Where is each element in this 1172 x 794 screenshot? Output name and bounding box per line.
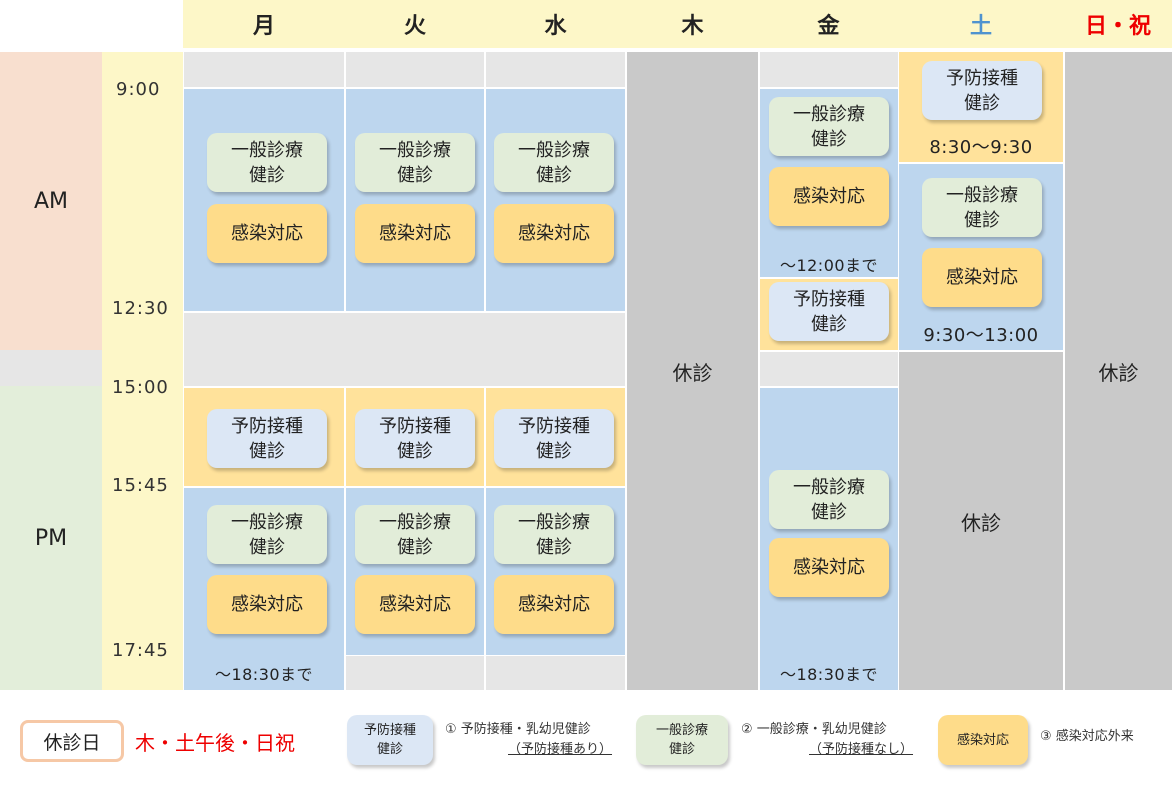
- day-header-sun: 日・祝: [1064, 0, 1172, 48]
- wed-pm-infection-pill: 感染対応: [494, 575, 614, 634]
- legend-general-desc-1: ② 一般診療・乳幼児健診: [741, 722, 887, 737]
- day-header-wed: 水: [485, 0, 626, 48]
- sun-closed-block: 休診: [1065, 52, 1172, 690]
- mon-am-block: [184, 89, 344, 311]
- day-header-sat: 土: [898, 0, 1064, 48]
- wed-am-general-pill: 一般診療 健診: [494, 133, 614, 192]
- am-band: AM: [0, 52, 102, 350]
- tue-pre-open: [346, 52, 484, 87]
- fri-noon-vaccine-pill: 予防接種 健診: [769, 282, 889, 341]
- mon-pm-vaccine-pill: 予防接種 健診: [207, 409, 327, 468]
- wed-pm-general-pill: 一般診療 健診: [494, 505, 614, 564]
- midday-gap-band: [0, 350, 102, 386]
- day-header-mon: 月: [183, 0, 345, 48]
- sat-am-infection-pill: 感染対応: [922, 248, 1042, 307]
- time-label-0900: 9:00: [116, 79, 161, 100]
- pm-band: PM: [0, 386, 102, 690]
- mon-pm-infection-pill: 感染対応: [207, 575, 327, 634]
- time-column: [102, 52, 183, 690]
- legend-vaccine-desc-1: ① 予防接種・乳幼児健診: [445, 722, 591, 737]
- wed-pre-open: [486, 52, 625, 87]
- time-label-1745: 17:45: [112, 640, 169, 661]
- fri-break: [760, 352, 898, 386]
- legend-holiday-days: 木・土午後・日祝: [135, 731, 295, 755]
- tue-am-block: [346, 89, 484, 311]
- mon-pm-general-pill: 一般診療 健診: [207, 505, 327, 564]
- wed-am-infection-pill: 感染対応: [494, 204, 614, 263]
- day-header-fri: 金: [759, 0, 898, 48]
- legend-general-desc-2: （予防接種なし）: [809, 742, 914, 757]
- mon-pre-open: [184, 52, 344, 87]
- tue-pm-vaccine-pill: 予防接種 健診: [355, 409, 475, 468]
- sat-vaccine-time-note: 8:30〜9:30: [929, 137, 1033, 158]
- fri-pm-general-pill: 一般診療 健診: [769, 470, 889, 529]
- wed-pm-vaccine-pill: 予防接種 健診: [494, 409, 614, 468]
- sat-vaccine-pill: 予防接種 健診: [922, 61, 1042, 120]
- time-label-1500: 15:00: [112, 377, 169, 398]
- tue-am-general-pill: 一般診療 健診: [355, 133, 475, 192]
- legend-infection-desc: ③ 感染対応外来: [1040, 729, 1134, 744]
- fri-am-general-pill: 一般診療 健診: [769, 97, 889, 156]
- legend-general-badge: 一般診療 健診: [636, 715, 728, 765]
- tue-pm-infection-pill: 感染対応: [355, 575, 475, 634]
- mon-am-general-pill: 一般診療 健診: [207, 133, 327, 192]
- wed-after-close: [486, 656, 625, 690]
- tue-after-close: [346, 656, 484, 690]
- thu-closed-block: 休診: [627, 52, 758, 690]
- sat-pm-closed-block: 休診: [899, 352, 1063, 690]
- fri-pm-infection-pill: 感染対応: [769, 538, 889, 597]
- tue-am-infection-pill: 感染対応: [355, 204, 475, 263]
- time-label-1545: 15:45: [112, 475, 169, 496]
- fri-am-until-note: 〜12:00まで: [779, 256, 879, 275]
- mon-wed-lunch-break: [184, 313, 625, 386]
- mon-am-infection-pill: 感染対応: [207, 204, 327, 263]
- legend-vaccine-badge: 予防接種 健診: [347, 715, 433, 765]
- fri-pm-until-note: 〜18:30まで: [779, 665, 879, 684]
- day-header-thu: 木: [626, 0, 759, 48]
- wed-am-block: [486, 89, 625, 311]
- day-header-tue: 火: [345, 0, 485, 48]
- legend-infection-badge: 感染対応: [938, 715, 1028, 765]
- tue-pm-general-pill: 一般診療 健診: [355, 505, 475, 564]
- sat-am-general-pill: 一般診療 健診: [922, 178, 1042, 237]
- legend-vaccine-desc-2: （予防接種あり）: [508, 742, 613, 757]
- sat-general-time-note: 9:30〜13:00: [923, 325, 1039, 346]
- fri-pre-open: [760, 52, 898, 87]
- legend-holiday-box: 休診日: [20, 720, 124, 762]
- fri-am-infection-pill: 感染対応: [769, 167, 889, 226]
- mon-pm-until-note: 〜18:30まで: [214, 665, 314, 684]
- time-label-1230: 12:30: [112, 298, 169, 319]
